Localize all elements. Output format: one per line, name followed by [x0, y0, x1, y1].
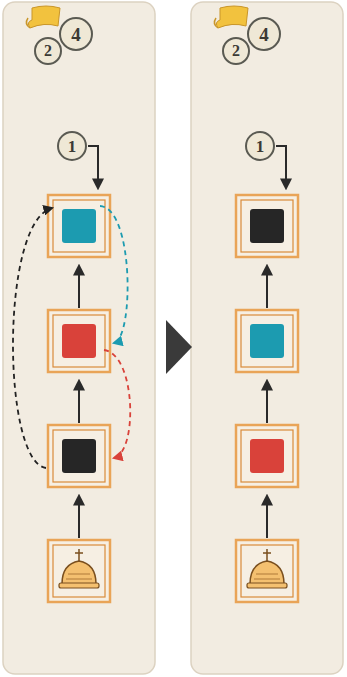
coin-token: 2 [222, 37, 250, 65]
teal-cube [250, 324, 284, 358]
right-strip [191, 2, 343, 674]
left-strip [3, 2, 155, 674]
move-arrow [104, 350, 130, 458]
red-cube [62, 324, 96, 358]
transition-arrow [166, 320, 192, 374]
black-cube [62, 439, 96, 473]
move-arrow [13, 208, 52, 468]
coin-token: 2 [34, 37, 62, 65]
coin-value: 4 [259, 25, 269, 44]
coin-value: 2 [232, 43, 240, 59]
coin-token: 4 [247, 17, 281, 51]
move-arrow [100, 206, 128, 343]
coin-value: 2 [44, 43, 52, 59]
teal-cube [62, 209, 96, 243]
black-cube [250, 209, 284, 243]
coin-token: 1 [245, 131, 275, 161]
coin-token: 1 [57, 131, 87, 161]
coin-token: 4 [59, 17, 93, 51]
coin-value: 1 [68, 138, 77, 155]
coin-value: 1 [256, 138, 265, 155]
red-cube [250, 439, 284, 473]
coin-value: 4 [71, 25, 81, 44]
